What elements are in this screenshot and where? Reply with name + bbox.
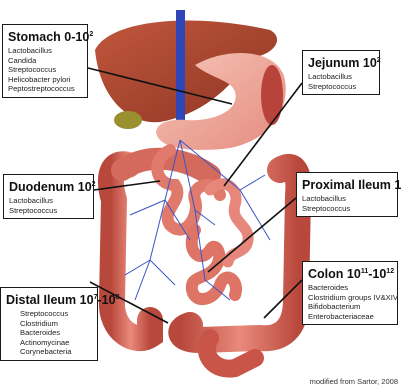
- duodenum-count: 10: [78, 180, 92, 194]
- bacteria-item: Clostridium groups IV&XIV: [308, 293, 392, 303]
- stomach-name: Stomach: [8, 30, 61, 44]
- jejunum-count-exponent: 2: [377, 57, 381, 64]
- distal-ileum-count-high: -10: [97, 293, 115, 307]
- bacteria-item: Bacteroides: [308, 283, 392, 293]
- jejunum-label-box: Jejunum 102 Lactobacillus Streptococcus: [302, 50, 380, 95]
- stomach-label-box: Stomach 0-102 Lactobacillus Candida Stre…: [2, 24, 88, 98]
- colon-count-low: 10: [347, 267, 361, 281]
- proximal-ileum-count: 10: [394, 178, 401, 192]
- proximal-ileum-name: Proximal Ileum: [302, 178, 391, 192]
- proximal-ileum-title: Proximal Ileum 103: [302, 175, 392, 193]
- bacteria-item: Streptococcus: [302, 204, 392, 214]
- colon-label-box: Colon 1011-1012 Bacteroides Clostridium …: [302, 261, 398, 325]
- bacteria-item: Clostridium: [20, 319, 92, 329]
- stomach-title: Stomach 0-102: [8, 27, 82, 45]
- duodenum-name: Duodenum: [9, 180, 74, 194]
- stomach-bacteria-list: Lactobacillus Candida Streptococcus Heli…: [8, 46, 82, 94]
- bacteria-item: Streptococcus: [9, 206, 88, 216]
- spleen-shape: [261, 65, 283, 125]
- proximal-ileum-bacteria-list: Lactobacillus Streptococcus: [302, 194, 392, 213]
- jejunum-bacteria-list: Lactobacillus Streptococcus: [308, 72, 374, 91]
- distal-ileum-count-high-exponent: 8: [116, 294, 120, 301]
- bacteria-item: Corynebacteria: [20, 347, 92, 357]
- jejunum-name: Jejunum: [308, 56, 359, 70]
- duodenum-label-box: Duodenum 102 Lactobacillus Streptococcus: [3, 174, 94, 219]
- jejunum-title: Jejunum 102: [308, 53, 374, 71]
- duodenum-title: Duodenum 102: [9, 177, 88, 195]
- distal-ileum-label-box: Distal Ileum 107-108 Streptococcus Clost…: [0, 287, 98, 361]
- bacteria-item: Enterobacteriaceae: [308, 312, 392, 322]
- distal-ileum-bacteria-list: Streptococcus Clostridium Bacteroides Ac…: [6, 309, 92, 357]
- proximal-ileum-label-box: Proximal Ileum 103 Lactobacillus Strepto…: [296, 172, 398, 217]
- duodenum-count-exponent: 2: [92, 181, 96, 188]
- distal-ileum-name: Distal Ileum: [6, 293, 76, 307]
- distal-ileum-title: Distal Ileum 107-108: [6, 290, 92, 308]
- bacteria-item: Streptococcus: [8, 65, 82, 75]
- bacteria-item: Actinomycinae: [20, 338, 92, 348]
- bacteria-item: Streptococcus: [20, 309, 92, 319]
- colon-count-high-exponent: 12: [386, 268, 394, 275]
- bacteria-item: Lactobacillus: [308, 72, 374, 82]
- bacteria-item: Bifidobacterium: [308, 302, 392, 312]
- bacteria-item: Bacteroides: [20, 328, 92, 338]
- duodenum-bacteria-list: Lactobacillus Streptococcus: [9, 196, 88, 215]
- colon-title: Colon 1011-1012: [308, 264, 392, 282]
- bacteria-item: Peptostreptococcus: [8, 84, 82, 94]
- bacteria-item: Streptococcus: [308, 82, 374, 92]
- distal-ileum-count-low: 10: [80, 293, 94, 307]
- bacteria-item: Lactobacillus: [9, 196, 88, 206]
- bacteria-item: Lactobacillus: [8, 46, 82, 56]
- stomach-count: 0-10: [64, 30, 89, 44]
- stomach-count-exponent: 2: [89, 31, 93, 38]
- gallbladder-shape: [114, 111, 142, 129]
- colon-name: Colon: [308, 267, 343, 281]
- bacteria-item: Lactobacillus: [302, 194, 392, 204]
- jejunum-count: 10: [363, 56, 377, 70]
- bacteria-item: Helicobacter pylori: [8, 75, 82, 85]
- source-credit: modified from Sartor, 2008: [310, 377, 398, 386]
- colon-bacteria-list: Bacteroides Clostridium groups IV&XIV Bi…: [308, 283, 392, 321]
- colon-count-high: -10: [368, 267, 386, 281]
- bacteria-item: Candida: [8, 56, 82, 66]
